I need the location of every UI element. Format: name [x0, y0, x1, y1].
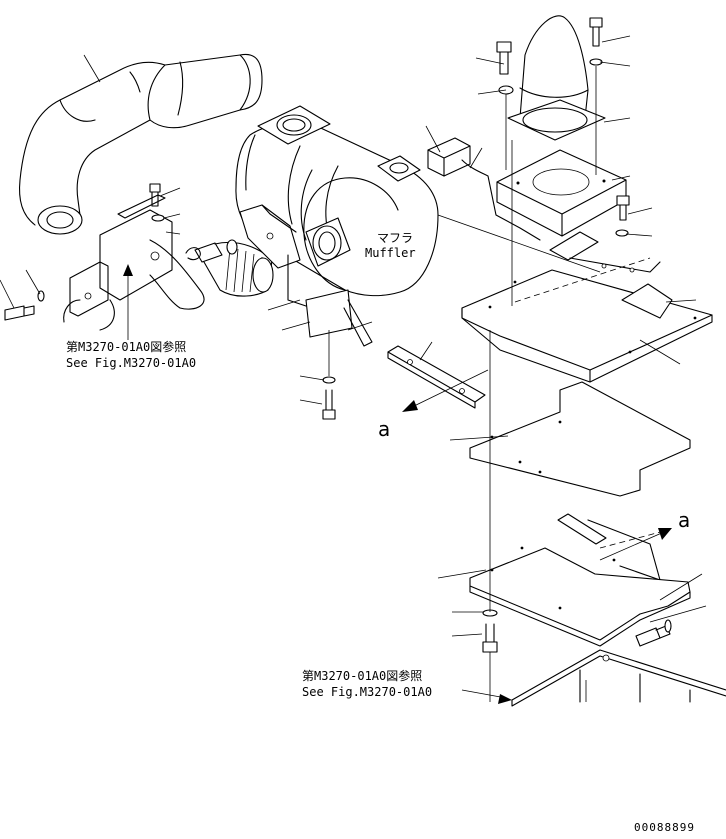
- plate-bracket-lower: [557, 513, 661, 581]
- long-plate: [387, 345, 486, 409]
- cover-plate-upper: [461, 257, 713, 383]
- bolt-upper-1: [149, 183, 161, 207]
- muffler-outlet-flange: [257, 105, 331, 145]
- bracket-assembly: [63, 194, 205, 331]
- support-strap: [287, 254, 373, 347]
- muffler-side-flange: [377, 155, 421, 182]
- rain-cap: [507, 15, 606, 141]
- flex-bellows-pipe: [185, 241, 274, 297]
- view-marker-right: a: [678, 508, 690, 532]
- view-marker-left: a: [378, 417, 390, 441]
- bolt-cap-right: [589, 17, 603, 47]
- ref-note-upper-ja: 第M3270-01A0図参照: [66, 339, 186, 354]
- plate-middle: [469, 381, 691, 497]
- frame-rail: [511, 649, 726, 707]
- bolt-left-1: [4, 305, 35, 321]
- bolt-adapter: [616, 195, 630, 221]
- bolt-lower: [482, 623, 498, 653]
- view-arrow-right: [599, 528, 672, 561]
- drawing-id: 00088899: [634, 821, 695, 834]
- exhaust-pipe: [18, 53, 263, 235]
- ref-arrow-upper: [123, 264, 133, 340]
- ref-note-upper-en: See Fig.M3270-01A0: [66, 356, 196, 370]
- washer-right-lower: [664, 619, 672, 633]
- muffler-label-ja: マフラ: [377, 231, 413, 245]
- muffler-mount-bracket: [239, 204, 301, 269]
- bolt-cap-left: [496, 41, 512, 75]
- muffler-body: [235, 121, 439, 297]
- bolt-mid: [322, 389, 336, 420]
- washer-upper-1: [151, 214, 165, 222]
- ref-arrow-lower: [461, 689, 512, 704]
- washer-mid: [322, 376, 336, 384]
- sensor-box: [427, 137, 541, 241]
- center-line-7: [437, 214, 601, 273]
- leader-lines: [0, 35, 707, 702]
- muffler-label-en: Muffler: [365, 246, 416, 260]
- plate-lower: [469, 529, 691, 647]
- side-bracket: [549, 231, 661, 273]
- duct-adapter: [496, 149, 627, 237]
- view-arrow-left: [402, 369, 489, 412]
- washer-adapter: [615, 229, 629, 237]
- washer-clamp: [226, 239, 238, 255]
- ref-note-lower-ja: 第M3270-01A0図参照: [302, 668, 422, 683]
- ref-note-lower-en: See Fig.M3270-01A0: [302, 685, 432, 699]
- muffler-inlet-flange: [305, 217, 351, 267]
